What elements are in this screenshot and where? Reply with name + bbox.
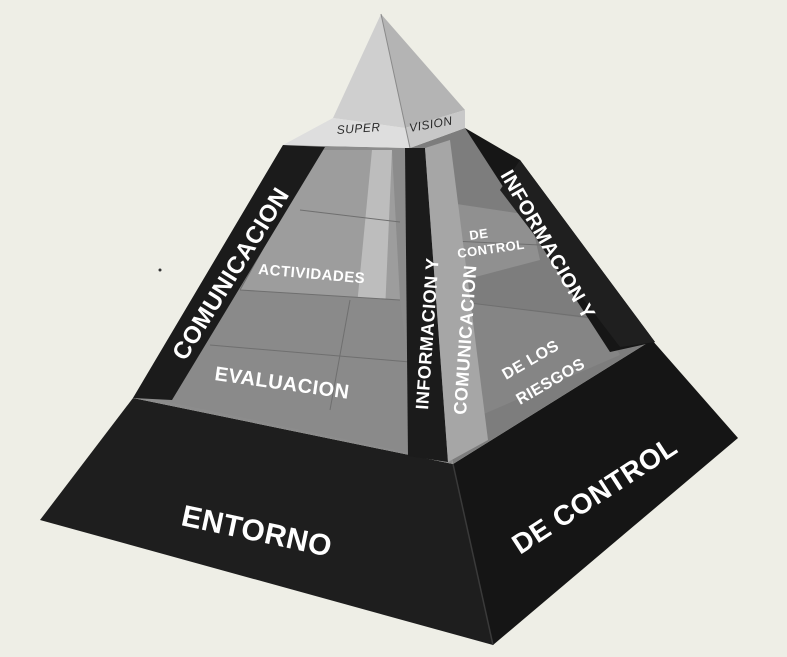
label-de-control-upper-1: DE bbox=[468, 225, 489, 243]
apex-band-right bbox=[405, 110, 465, 148]
center-light-column bbox=[356, 150, 392, 316]
informacion-center-band bbox=[405, 148, 448, 462]
label-super: SUPER bbox=[336, 120, 381, 137]
evaluacion-area bbox=[160, 290, 420, 455]
base-edge bbox=[452, 463, 494, 646]
apex-right-face bbox=[381, 14, 465, 128]
comunicacion-left-band bbox=[133, 145, 325, 400]
speck-dot bbox=[158, 268, 162, 272]
informacion-right-band-grey bbox=[500, 160, 655, 347]
base-left-face bbox=[40, 398, 493, 645]
base-right-face bbox=[453, 340, 738, 645]
comunicacion-center-band bbox=[425, 140, 488, 462]
actividades-area bbox=[240, 150, 400, 300]
apex-band-left bbox=[283, 118, 410, 148]
riesgos-area bbox=[445, 300, 620, 420]
apex-edge bbox=[380, 13, 411, 149]
